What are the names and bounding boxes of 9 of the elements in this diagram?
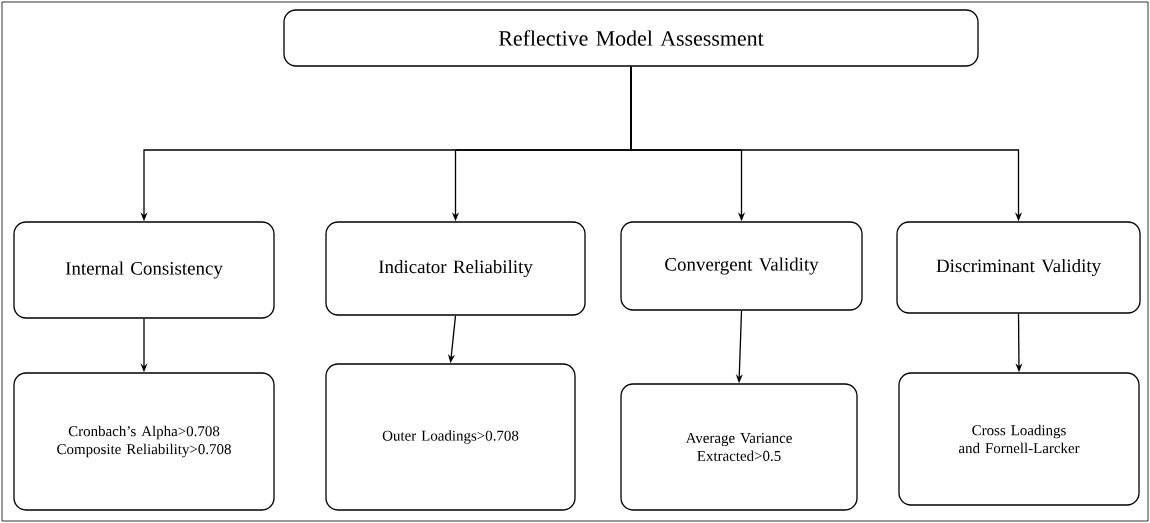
threshold-box: Cronbach’s Alpha>0.708 Composite Reliability>0.708 xyxy=(13,372,275,511)
threshold-box: Average Variance Extracted>0.5 xyxy=(620,383,858,511)
criterion-box: Convergent Validity xyxy=(620,221,863,311)
title-box: Reflective Model Assessment xyxy=(283,9,979,67)
criterion-box: Indicator Reliability xyxy=(325,221,586,316)
criterion-box: Discriminant Validity xyxy=(896,221,1141,314)
criterion-box: Internal Consistency xyxy=(13,221,275,319)
threshold-box: Outer Loadings>0.708 xyxy=(325,363,576,511)
threshold-box: Cross Loadings and Fornell-Larcker xyxy=(898,372,1140,506)
